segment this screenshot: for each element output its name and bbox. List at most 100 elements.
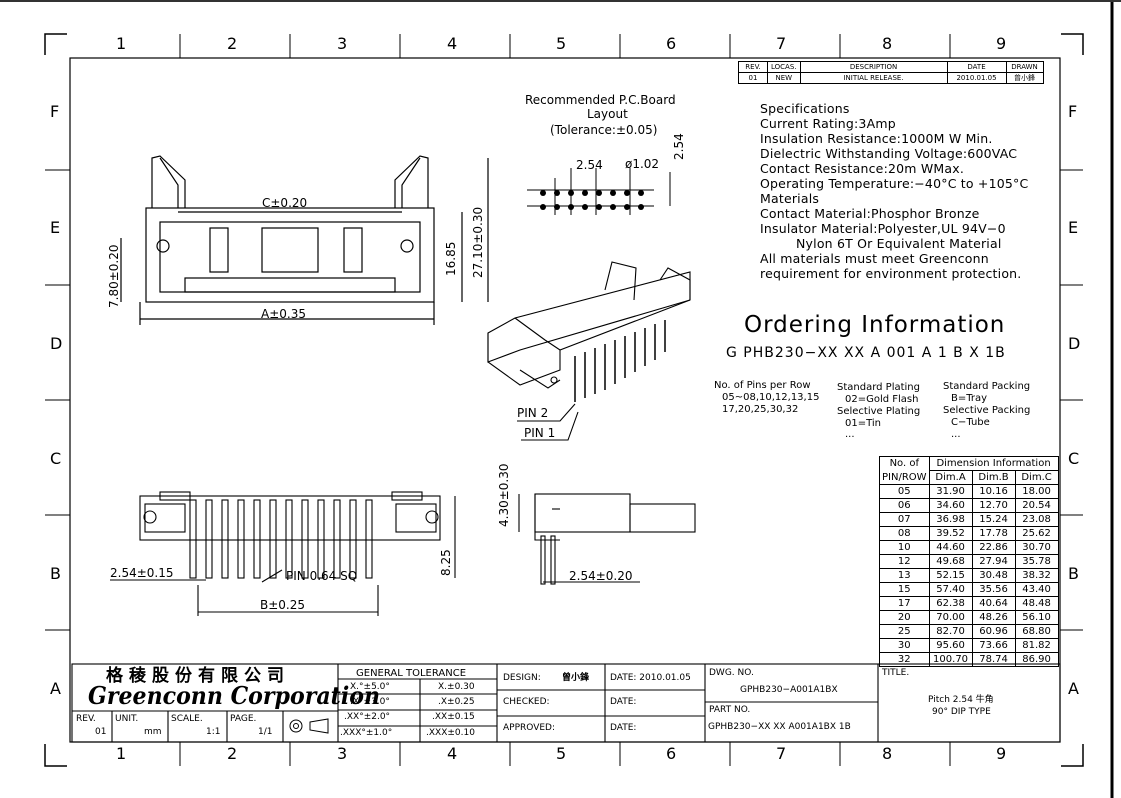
zone-col-9: 9 <box>996 34 1007 53</box>
design-label: DESIGN: <box>503 673 541 683</box>
front-view <box>120 155 489 325</box>
dim-cell-b: 22.86 <box>971 540 1016 555</box>
dim-cell-a: 34.60 <box>928 498 973 513</box>
zone-row-a: A <box>50 679 61 698</box>
front-a-dim: A±0.35 <box>261 307 306 321</box>
dim-cell-pins: 06 <box>879 498 930 513</box>
bottom-b-dim: B±0.25 <box>260 598 306 612</box>
dim-cell-b: 10.16 <box>971 484 1016 499</box>
dim-cell-pins: 12 <box>879 554 930 569</box>
zone-col-5b: 5 <box>556 744 567 763</box>
dim-cell-a: 57.40 <box>928 582 973 597</box>
zone-col-4b: 4 <box>447 744 458 763</box>
scale-value: 1:1 <box>206 727 221 737</box>
dim-cell-pins: 17 <box>879 596 930 611</box>
zone-col-5: 5 <box>556 34 567 53</box>
dim-cell-b: 12.70 <box>971 498 1016 513</box>
zone-row-c-r: C <box>1068 449 1080 468</box>
zone-row-d: D <box>50 334 63 353</box>
dim-cell-pins: 30 <box>879 638 930 653</box>
dim-cell-a: 49.68 <box>928 554 973 569</box>
spec-line-12: requirement for environment protection. <box>760 266 1022 281</box>
pcb-tolerance: (Tolerance:±0.05) <box>550 123 658 137</box>
packing-label-2: B=Tray <box>951 393 988 404</box>
dim-cell-pins: 08 <box>879 526 930 541</box>
zone-row-f: F <box>50 102 60 121</box>
dim-cell-b: 48.26 <box>971 610 1016 625</box>
pcb-title: Recommended P.C.Board <box>525 93 676 107</box>
spec-line-4: Dielectric Withstanding Voltage:600VAC <box>760 146 1018 161</box>
dim-cell-b: 40.64 <box>971 596 1016 611</box>
dim-cell-a: 62.38 <box>928 596 973 611</box>
tol-lin-1: X.±0.30 <box>438 682 475 692</box>
dim-cell-c: 56.10 <box>1014 610 1059 625</box>
tol-ang-1: X.°±5.0° <box>350 682 390 692</box>
zone-col-2: 2 <box>227 34 238 53</box>
plating-label-3: Selective Plating <box>837 406 921 417</box>
dim-cell-c: 20.54 <box>1014 498 1059 513</box>
company-cn: 格稜股份有限公司 <box>106 666 290 686</box>
tol-lin-2: .X±0.25 <box>438 697 475 707</box>
rev-label: REV. <box>76 714 96 724</box>
zone-col-8: 8 <box>882 34 893 53</box>
plating-label-4: 01=Tin <box>845 418 882 429</box>
zone-col-1b: 1 <box>116 744 127 763</box>
dim-cell-b: 27.94 <box>971 554 1016 569</box>
packing-label-1: Standard Packing <box>943 381 1031 392</box>
bottom-pin: PIN 0.64 SQ <box>286 569 358 583</box>
front-h3: 27.10±0.30 <box>471 206 485 278</box>
zone-row-b-r: B <box>1068 564 1079 583</box>
dim-cell-c: 38.32 <box>1014 568 1059 583</box>
tol-ang-3: .XX°±2.0° <box>344 712 391 722</box>
date-2: DATE: <box>610 697 637 707</box>
zone-col-7b: 7 <box>776 744 787 763</box>
zone-row-f-r: F <box>1068 102 1078 121</box>
dim-cell-a: 100.70 <box>928 652 973 667</box>
dim-head-pins-1: No. of <box>879 456 930 471</box>
page-value: 1/1 <box>258 727 273 737</box>
dim-cell-a: 52.15 <box>928 568 973 583</box>
zone-col-6b: 6 <box>666 744 677 763</box>
approved-label: APPROVED: <box>503 723 555 733</box>
dim-cell-c: 48.48 <box>1014 596 1059 611</box>
spec-line-3: Insulation Resistance:1000M W Min. <box>760 131 993 146</box>
dim-cell-b: 60.96 <box>971 624 1016 639</box>
zone-row-b: B <box>50 564 61 583</box>
isometric-view <box>487 261 691 441</box>
unit-value: mm <box>144 727 162 737</box>
side-pitch: 2.54±0.20 <box>569 569 633 583</box>
pcb-hole-dia: ø1.02 <box>625 157 660 171</box>
dim-head-b: Dim.B <box>971 470 1016 485</box>
pcb-pitch: 2.54 <box>576 158 603 172</box>
bottom-view <box>110 491 456 616</box>
bottom-height: 8.25 <box>439 549 453 576</box>
spec-line-2: Current Rating:3Amp <box>760 116 896 131</box>
zone-row-a-r: A <box>1068 679 1079 698</box>
dim-cell-pins: 25 <box>879 624 930 639</box>
pcb-row-pitch: 2.54 <box>672 133 686 160</box>
spec-line-1: Specifications <box>760 101 850 116</box>
front-h1: 7.80±0.20 <box>107 244 121 309</box>
rev-row-date: 2010.01.05 <box>946 72 1007 84</box>
zone-col-4: 4 <box>447 34 458 53</box>
plating-label-5: ... <box>845 429 855 440</box>
packing-label-3: Selective Packing <box>943 405 1031 416</box>
rev-head-rev: REV. <box>738 61 768 73</box>
company-en: Greenconn Corporation <box>88 681 381 710</box>
zone-col-3b: 3 <box>337 744 348 763</box>
pins-label-2: 05~08,10,12,13,15 <box>722 392 820 403</box>
dim-head-group: Dimension Information <box>928 456 1059 471</box>
pins-label-3: 17,20,25,30,32 <box>722 404 799 415</box>
dim-cell-pins: 13 <box>879 568 930 583</box>
dim-cell-pins: 07 <box>879 512 930 527</box>
dim-cell-pins: 15 <box>879 582 930 597</box>
dim-cell-b: 73.66 <box>971 638 1016 653</box>
dim-cell-a: 39.52 <box>928 526 973 541</box>
zone-row-c: C <box>50 449 62 468</box>
